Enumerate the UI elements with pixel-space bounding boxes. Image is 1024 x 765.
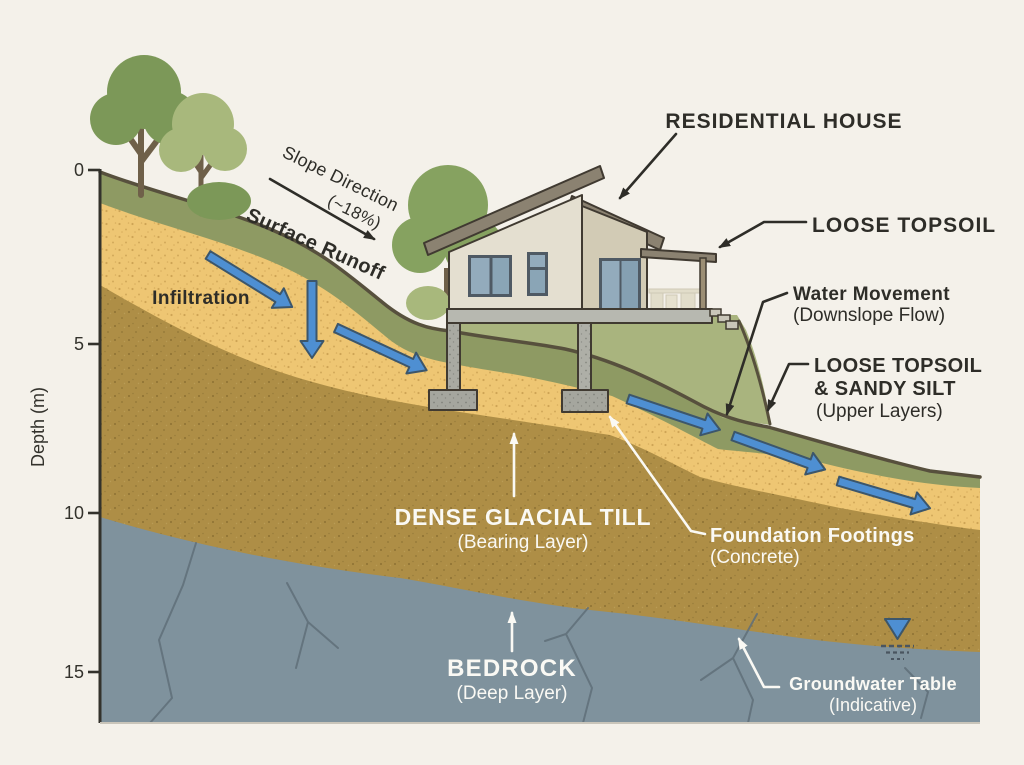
bedrock-crack bbox=[544, 607, 594, 724]
axis-tick-label-5: 5 bbox=[74, 334, 84, 354]
window-large bbox=[468, 255, 512, 297]
window-small bbox=[527, 252, 548, 296]
depth-axis-title: Depth (m) bbox=[28, 387, 48, 467]
infiltration-label: Infiltration bbox=[152, 288, 250, 309]
porch-roof bbox=[640, 248, 717, 263]
residential-house-leader bbox=[618, 132, 678, 200]
groundwater-table-icon bbox=[881, 618, 914, 660]
foundation-footings-leader bbox=[608, 415, 707, 536]
bedrock-crack bbox=[904, 667, 930, 719]
water-flow-arrow bbox=[333, 322, 428, 375]
bush bbox=[406, 286, 450, 320]
water-flow-arrow bbox=[204, 250, 294, 309]
bedrock-crack bbox=[149, 542, 197, 724]
axis-tick-label-10: 10 bbox=[64, 503, 84, 523]
dense-glacial-till-sublabel: (Bearing Layer) bbox=[458, 532, 589, 553]
water-flow-arrow bbox=[730, 430, 827, 476]
water-movement-sublabel: (Downslope Flow) bbox=[793, 305, 945, 326]
residential-house-label: RESIDENTIAL HOUSE bbox=[665, 110, 902, 133]
porch bbox=[640, 248, 717, 312]
upper-layers-label-1: LOOSE TOPSOIL bbox=[814, 355, 982, 377]
upper-layers-leader bbox=[766, 362, 810, 412]
foundation-footings-sublabel: (Concrete) bbox=[710, 547, 800, 568]
water-movement-leader bbox=[725, 291, 789, 416]
upper-layers-sublabel: (Upper Layers) bbox=[816, 401, 943, 422]
sliding-door bbox=[599, 258, 641, 316]
upper-layers-label-2: & SANDY SILT bbox=[814, 378, 956, 400]
groundwater-table-sublabel: (Indicative) bbox=[829, 695, 917, 715]
water-flow-arrow bbox=[835, 475, 932, 516]
till-texture bbox=[100, 285, 980, 652]
axis-tick-label-15: 15 bbox=[64, 662, 84, 682]
water-flow-arrows bbox=[204, 250, 932, 516]
bedrock-layer bbox=[100, 517, 980, 723]
dense-glacial-till-label: DENSE GLACIAL TILL bbox=[395, 504, 652, 530]
floor-slab bbox=[446, 308, 713, 324]
porch-steps bbox=[709, 308, 739, 330]
bedrock-crack bbox=[700, 613, 758, 724]
bush bbox=[187, 182, 251, 220]
foundation-footings-label: Foundation Footings bbox=[710, 525, 915, 547]
bedrock-crack bbox=[286, 582, 339, 669]
water-flow-arrow bbox=[625, 393, 721, 437]
bedrock-sublabel: (Deep Layer) bbox=[457, 683, 568, 704]
loose-topsoil-label: LOOSE TOPSOIL bbox=[812, 214, 996, 237]
bedrock-label: BEDROCK bbox=[447, 655, 577, 682]
groundwater-table-label: Groundwater Table bbox=[789, 674, 957, 694]
bedrock-cracks bbox=[149, 542, 930, 724]
ground-surface-line bbox=[98, 170, 982, 479]
water-flow-arrow bbox=[299, 280, 325, 359]
slope-direction-arrow bbox=[268, 177, 376, 241]
depth-axis: 0 5 10 15 Depth (m) bbox=[28, 160, 980, 724]
house-roof-left bbox=[423, 165, 605, 256]
loose-topsoil-leader bbox=[718, 220, 808, 249]
porch-post bbox=[699, 257, 707, 312]
residential-house bbox=[423, 165, 739, 413]
foundation-footings bbox=[428, 322, 609, 413]
tree-2 bbox=[159, 93, 247, 217]
water-movement-label: Water Movement bbox=[793, 284, 950, 305]
groundwater-leader bbox=[737, 637, 781, 689]
axis-tick-label-0: 0 bbox=[74, 160, 84, 180]
